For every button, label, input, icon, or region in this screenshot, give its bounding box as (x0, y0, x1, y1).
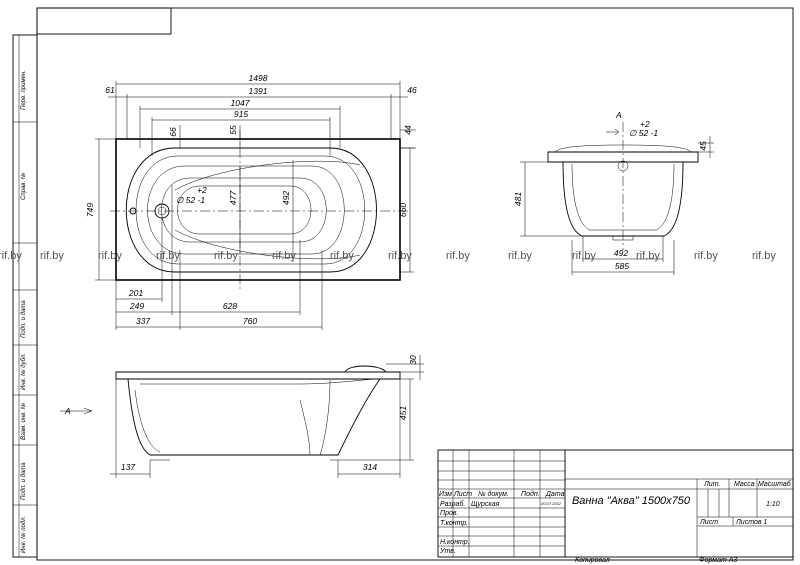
dim-492: 492 (281, 191, 291, 205)
dim-915: 915 (234, 109, 248, 119)
stamp-perv-primen: Перв. примен. (21, 70, 27, 110)
drawing-title: Ванна "Аква" 1500x750 (572, 495, 691, 507)
stamp-podp-data-2: Подп. и дата (21, 462, 27, 500)
end-drain-tol-plus: +2 (640, 119, 650, 129)
plan-dimensions-top: 1498 1391 61 46 1047 915 66 55 44 (105, 73, 417, 156)
dim-201: 201 (128, 288, 143, 298)
tb-format: Формат А3 (699, 557, 737, 564)
tb-scale-label: Масштаб (758, 480, 792, 488)
dim-55: 55 (228, 125, 238, 135)
watermark-3: rif.by (98, 250, 122, 262)
watermark-7: rif.by (330, 250, 354, 262)
tb-n-kontr: Н.контр. (440, 539, 470, 546)
tb-sheet: Лист (699, 519, 718, 526)
side-view-dimensions: 30 451 137 314 (110, 355, 424, 478)
tb-t-kontr: Т.контр. (440, 520, 468, 527)
watermark-12: rif.by (636, 250, 660, 262)
dim-492-end: 492 (614, 248, 628, 258)
dim-749: 749 (85, 203, 95, 217)
plan-dimensions-sides: 749 477 492 660 +2 ∅ 52 -1 (85, 138, 414, 281)
plan-dimensions-bottom: 201 249 628 337 760 (115, 218, 323, 330)
tb-utv: Утв. (439, 548, 456, 555)
title-block: Изм Лист № докум. Подп. Дата Разраб. Щур… (437, 449, 794, 558)
end-view: A +2 ∅ 52 -1 (547, 110, 699, 250)
plan-drain-diameter: ∅ 52 -1 (176, 195, 205, 205)
end-drain-diameter: ∅ 52 -1 (629, 128, 658, 138)
dim-314: 314 (363, 462, 377, 472)
dim-1391: 1391 (249, 86, 268, 96)
watermark-1: rif.by (0, 250, 22, 262)
watermark-9: rif.by (446, 250, 470, 262)
top-left-box (36, 7, 172, 35)
tb-developer: Щурская (471, 501, 500, 508)
dim-1498: 1498 (249, 73, 268, 83)
tb-doc-num: № докум. (478, 490, 509, 498)
tb-data: Дата (545, 491, 565, 498)
dim-660: 660 (398, 203, 408, 217)
dim-760: 760 (243, 316, 257, 326)
tb-podp: Подп. (521, 490, 540, 498)
tb-sheets: Листов 1 (735, 519, 767, 526)
stamp-sprav: Справ. № (20, 172, 27, 200)
end-view-dimensions: 45 481 492 585 (513, 136, 714, 275)
watermark-5: rif.by (214, 250, 238, 262)
dim-337: 337 (136, 316, 150, 326)
dim-61: 61 (105, 85, 115, 95)
stamp-inv-podl: Инв. № подл. (20, 516, 27, 553)
tb-lit: Лит. (703, 481, 720, 488)
plan-drain-tol-plus: +2 (197, 185, 207, 195)
dim-66: 66 (168, 127, 178, 137)
dim-477: 477 (228, 191, 238, 205)
watermark-10: rif.by (508, 250, 532, 262)
tb-mass: Масса (734, 481, 755, 488)
watermark-8: rif.by (388, 250, 412, 262)
dim-481: 481 (513, 192, 523, 206)
dim-628: 628 (223, 301, 237, 311)
dim-451: 451 (398, 406, 408, 420)
watermark-row: rif.by rif.by rif.by rif.by rif.by rif.b… (0, 250, 776, 262)
side-view: A (60, 365, 401, 461)
tb-list: Лист (453, 491, 472, 498)
dim-30: 30 (408, 355, 418, 365)
tb-izm: Изм (439, 491, 452, 498)
tb-prov: Пров. (440, 510, 459, 517)
stamp-vzam-inv: Взам. инв. № (20, 402, 27, 440)
dim-249: 249 (129, 301, 144, 311)
left-stamp-strip: Перв. примен. Справ. № Подп. и дата Инв.… (12, 34, 38, 558)
watermark-2: rif.by (40, 250, 64, 262)
tb-copied: Копировал (575, 557, 610, 564)
dim-585: 585 (615, 261, 629, 271)
view-arrow-a: A (64, 406, 71, 416)
dim-1047: 1047 (231, 98, 250, 108)
watermark-11: rif.by (572, 250, 596, 262)
tb-date: 20.07.2012 (540, 501, 562, 506)
stamp-inv-dubl: Инв. № дубл. (20, 353, 27, 390)
watermark-4: rif.by (156, 250, 180, 262)
watermark-14: rif.by (752, 250, 776, 262)
dim-45: 45 (698, 141, 708, 151)
stamp-podp-data-1: Подп. и дата (21, 300, 27, 338)
tb-scale-value: 1:10 (766, 501, 780, 508)
tb-razrab: Разраб. (440, 500, 465, 508)
watermark-6: rif.by (272, 250, 296, 262)
dim-137: 137 (121, 462, 135, 472)
plan-outline (115, 138, 401, 281)
dim-44: 44 (403, 125, 413, 135)
dim-46: 46 (407, 85, 417, 95)
watermark-13: rif.by (694, 250, 718, 262)
plan-view (110, 130, 408, 290)
end-view-label: A (615, 110, 622, 120)
